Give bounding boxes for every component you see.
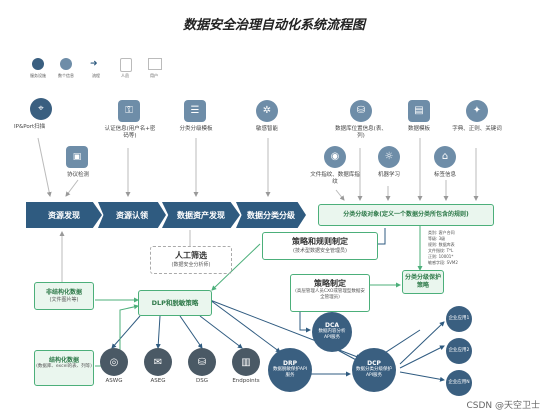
db-location-label: 数据库位置信息(表、列) xyxy=(335,126,387,139)
strategy-make-box: 策略制定 (高层管理人员CXO或管理型数据安全管理员) xyxy=(290,274,370,312)
legend-label: 人员 xyxy=(121,73,129,78)
template-icon: ☰ xyxy=(184,100,206,122)
fingerprint-icon: ◉ xyxy=(324,146,346,168)
database-icon: ⛁ xyxy=(350,100,372,122)
drp-sub: 数据脱敏保护API服务 xyxy=(272,367,308,378)
strategy-rules-box: 策略和规则制定 (技术型数据安全管理员) xyxy=(262,232,378,260)
dca-node: DCA 数据内容分析API服务 xyxy=(312,312,352,352)
watermark: CSDN @天空卫士 xyxy=(466,401,540,411)
pipeline-step-resource-discovery: 资源发现 xyxy=(26,202,102,228)
dictionary-label: 字典、正则、关键词 xyxy=(452,126,502,132)
note-line: 类别: 客户合同 xyxy=(428,230,455,235)
classify-template-label: 分类分级模板 xyxy=(179,126,213,132)
strategy-rules-title: 策略和规则制定 xyxy=(292,237,348,246)
enterprise-app-node: 企业应用1 xyxy=(446,306,472,332)
auth-info-label: 认证信息(用户名+密码等) xyxy=(104,126,156,139)
strategy-rules-sub: (技术型数据安全管理员) xyxy=(293,248,347,254)
intelligence-icon: ✲ xyxy=(256,100,278,122)
machine-learning-label: 机器学习 xyxy=(377,172,400,178)
legend-label: 用户 xyxy=(150,73,158,78)
person-legend-icon xyxy=(120,58,132,72)
sensitive-intel-label: 敏感智能 xyxy=(255,126,278,132)
pipeline-step-classification: 数据分类分级 xyxy=(236,202,306,228)
dcp-node: DCP 数据分类分级保护API服务 xyxy=(352,348,396,392)
legend-label: 流程 xyxy=(92,73,100,78)
service-legend-icon xyxy=(32,58,44,70)
auth-icon: ⚿ xyxy=(118,100,140,122)
legend-label: 服务设施 xyxy=(30,73,46,78)
endpoint-label: ASWG xyxy=(105,378,123,384)
classify-rule-note: 类别: 客户合同 等级: 3级 规则: 数据库表 文件指纹: T*L 正则: 1… xyxy=(428,230,488,266)
file-fingerprint-label: 文件指纹、数据库指纹 xyxy=(310,172,360,185)
note-line: 等级: 3级 xyxy=(428,236,446,241)
aseg-icon: ✉ xyxy=(144,348,172,376)
tag-icon: ⌂ xyxy=(434,146,456,168)
drp-node: DRP 数据脱敏保护API服务 xyxy=(268,348,312,392)
drp-title: DRP xyxy=(283,360,297,367)
dcp-title: DCP xyxy=(367,360,381,367)
endpoint-label: Endpoints xyxy=(232,378,260,384)
page-title: 数据安全治理自动化系统流程图 xyxy=(182,18,365,33)
aswg-icon: ◎ xyxy=(100,348,128,376)
note-line: 正则: 10001* xyxy=(428,254,454,259)
note-line: 敏感字段: SVM2 xyxy=(428,260,458,265)
manual-filter-sub: (数据安全分析师) xyxy=(171,262,211,268)
ip-port-scan-label: IP&Port扫描 xyxy=(14,124,46,130)
protocol-detect-label: 协议检测 xyxy=(66,172,89,178)
enterprise-app-node: 企业应用N xyxy=(446,370,472,396)
info-legend-icon xyxy=(60,58,72,70)
strategy-make-title: 策略制定 xyxy=(314,279,346,288)
dsg-icon: ⛁ xyxy=(188,348,216,376)
pipeline-step-resource-claim: 资源认领 xyxy=(98,202,166,228)
unstructured-data-box: 非结构化数据 (文件图片等) xyxy=(34,282,94,310)
legend-label: 数个信息 xyxy=(58,73,74,78)
structured-sub: (数据库、excel的表、列等) xyxy=(36,364,92,369)
endpoint-label: DSG xyxy=(196,378,208,384)
note-line: 文件指纹: T*L xyxy=(428,248,454,253)
dca-sub: 数据内容分析API服务 xyxy=(318,329,346,340)
manual-filter-title: 人工筛选 xyxy=(175,251,207,260)
dcp-sub: 数据分类分级保护API服务 xyxy=(356,367,392,378)
brain-icon: ☼ xyxy=(378,146,400,168)
protocol-icon: ▣ xyxy=(66,146,88,168)
structured-data-box: 结构化数据 (数据库、excel的表、列等) xyxy=(34,350,94,386)
user-legend-icon xyxy=(148,58,162,70)
data-template-label: 数据模板 xyxy=(407,126,430,132)
dca-title: DCA xyxy=(324,322,340,329)
unstructured-title: 非结构化数据 xyxy=(45,289,82,296)
magic-icon: ✦ xyxy=(466,100,488,122)
classify-object-box: 分类分级对象(定义一个数据分类所包含的规则) xyxy=(318,204,494,226)
legend: ➜ 服务设施 数个信息 流程 人员 用户 xyxy=(26,58,186,88)
flow-legend-icon: ➜ xyxy=(90,59,98,69)
note-line: 规则: 数据库表 xyxy=(428,242,455,247)
network-scan-icon: ⌖ xyxy=(30,98,52,120)
manual-filter-box: 人工筛选 (数据安全分析师) xyxy=(150,246,232,274)
dlp-policy-box: DLP和脱敏策略 xyxy=(138,290,212,316)
endpoints-icon: ▥ xyxy=(232,348,260,376)
strategy-make-sub: (高层管理人员CXO或管理型数据安全管理员) xyxy=(295,289,365,300)
tag-info-label: 标签信息 xyxy=(433,172,456,178)
data-template-icon: ▤ xyxy=(408,100,430,122)
unstructured-sub: (文件图片等) xyxy=(49,297,79,303)
protect-policy-box: 分类分级保护策略 xyxy=(402,270,444,294)
structured-title: 结构化数据 xyxy=(48,357,79,364)
pipeline-step-asset-discovery: 数据资产发现 xyxy=(162,202,240,228)
endpoint-label: ASEG xyxy=(150,378,166,384)
enterprise-app-node: 企业应用2 xyxy=(446,338,472,364)
